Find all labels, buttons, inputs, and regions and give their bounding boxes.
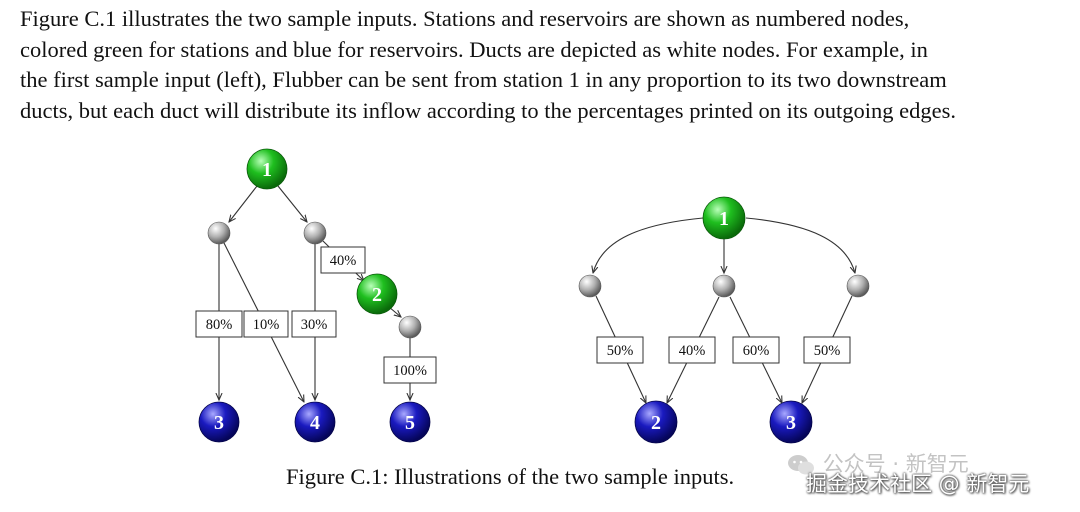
- duct-node: [207, 221, 231, 245]
- wechat-icon: [788, 455, 814, 475]
- station-node: 2: [356, 273, 398, 315]
- paragraph-line: Figure C.1 illustrates the two sample in…: [20, 6, 910, 31]
- reservoir-number: 5: [405, 412, 415, 434]
- edge-label-text: 50%: [607, 343, 634, 359]
- reservoir-node: 2: [634, 400, 678, 444]
- reservoir-node: 3: [198, 401, 240, 443]
- reservoir-number: 4: [310, 412, 320, 434]
- station-node: 1: [246, 148, 288, 190]
- description-paragraph: Figure C.1 illustrates the two sample in…: [20, 4, 1060, 126]
- reservoir-number: 3: [786, 412, 796, 434]
- paragraph-line: ducts, but each duct will distribute its…: [20, 97, 957, 123]
- station-node: 1: [702, 196, 746, 240]
- figure-caption: Figure C.1: Illustrations of the two sam…: [286, 464, 735, 489]
- edge-label: 50%: [596, 336, 644, 364]
- reservoir-node: 3: [769, 400, 813, 444]
- edge-label: 50%: [803, 336, 851, 364]
- right-graph-edges: [593, 217, 855, 403]
- paragraph-line: colored green for stations and blue for …: [20, 36, 928, 62]
- watermark-top-text: 公众号 · 新智元: [822, 452, 969, 476]
- right-graph-labels: 50% 40% 60% 50%: [596, 336, 851, 364]
- left-graph-labels: 40% 80% 10% 30% 100%: [195, 246, 437, 384]
- duct-node: [398, 315, 422, 339]
- edge-label-text: 40%: [330, 253, 357, 269]
- edge-label-text: 80%: [206, 317, 233, 333]
- edge-label-text: 50%: [814, 343, 841, 359]
- edge-label: 30%: [291, 310, 337, 338]
- edge-label-text: 40%: [679, 343, 706, 359]
- reservoir-node: 4: [294, 401, 336, 443]
- reservoir-number: 3: [214, 412, 224, 434]
- edge: [745, 217, 855, 273]
- edge: [277, 185, 307, 222]
- edge-label: 100%: [383, 356, 437, 384]
- right-graph-nodes: 1 2 3: [578, 196, 870, 444]
- duct-node: [578, 274, 602, 298]
- edge-label: 60%: [732, 336, 780, 364]
- edge-label: 40%: [320, 246, 366, 274]
- duct-node: [303, 221, 327, 245]
- reservoir-number: 2: [651, 412, 661, 434]
- edge: [229, 185, 258, 222]
- duct-node: [846, 274, 870, 298]
- left-graph-nodes: 1 2 3 4 5: [198, 148, 431, 443]
- edge-label-text: 10%: [253, 317, 280, 333]
- edge: [593, 217, 704, 273]
- paragraph-line: the first sample input (left), Flubber c…: [20, 67, 947, 92]
- edge-label-text: 100%: [393, 363, 427, 379]
- station-number: 1: [719, 208, 729, 230]
- edge-label-text: 60%: [743, 343, 770, 359]
- station-number: 2: [372, 284, 382, 306]
- edge-label: 40%: [668, 336, 716, 364]
- watermark-bottom-text: 掘金技术社区 @ 新智元: [806, 472, 1030, 496]
- edge-label: 10%: [243, 310, 289, 338]
- edge-label: 80%: [195, 310, 243, 338]
- watermark-top: 公众号 · 新智元: [786, 448, 969, 478]
- edge-label-text: 30%: [301, 317, 328, 333]
- reservoir-node: 5: [389, 401, 431, 443]
- station-number: 1: [262, 159, 272, 181]
- duct-node: [712, 274, 736, 298]
